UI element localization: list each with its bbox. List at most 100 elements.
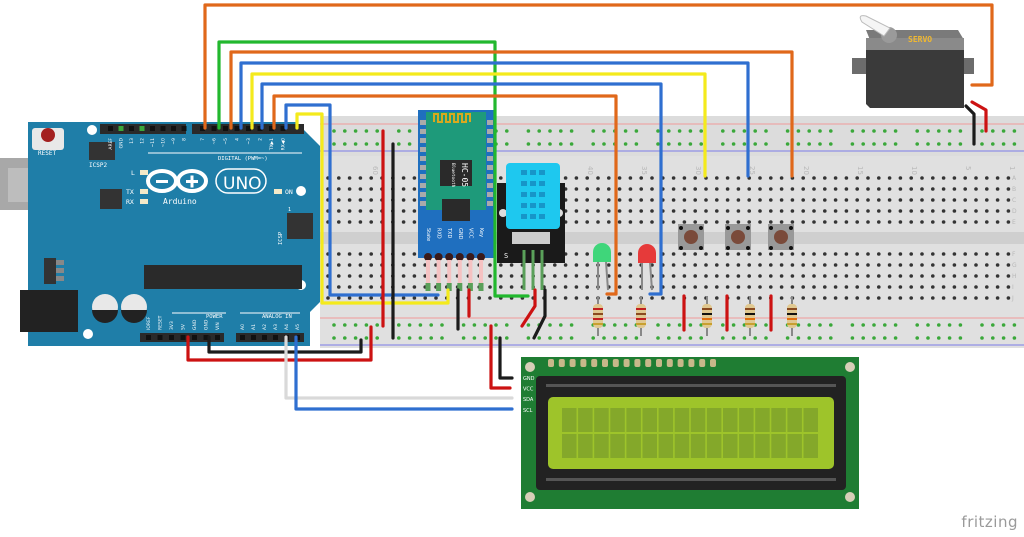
- pin-label: 4: [235, 138, 241, 141]
- dht-vent: [530, 170, 536, 175]
- breadboard-hole: [963, 296, 967, 300]
- breadboard-hole: [887, 285, 892, 289]
- breadboard-hole: [974, 252, 978, 256]
- breadboard-hole: [855, 285, 859, 289]
- rail-hole: [807, 142, 811, 146]
- breadboard-hole: [877, 285, 881, 289]
- rail-hole: [656, 129, 660, 133]
- breadboard-hole: [823, 252, 827, 256]
- rail-hole: [915, 323, 919, 327]
- breadboard-hole: [617, 176, 622, 180]
- module-pad: [420, 174, 426, 179]
- breadboard-hole: [358, 252, 363, 256]
- lcd-cell: [706, 434, 722, 458]
- breadboard-hole: [974, 285, 978, 289]
- breadboard-hole: [693, 252, 697, 256]
- breadboard-hole: [715, 263, 719, 267]
- breadboard-hole: [887, 252, 892, 256]
- breadboard-hole: [801, 187, 805, 191]
- rail-hole: [861, 323, 865, 327]
- breadboard-hole: [509, 274, 514, 278]
- breadboard-hole: [823, 187, 827, 191]
- lcd-cell: [739, 408, 754, 432]
- breadboard-hole: [974, 209, 978, 213]
- dht-vent: [530, 203, 536, 208]
- breadboard-hole: [747, 285, 751, 289]
- breadboard-hole: [596, 176, 600, 180]
- breadboard-hole: [823, 209, 827, 213]
- breadboard-hole: [412, 198, 417, 202]
- breadboard-hole: [909, 176, 913, 180]
- row-label: A: [1012, 175, 1017, 182]
- breadboard-hole: [920, 296, 924, 300]
- breadboard-hole: [909, 198, 913, 202]
- header-pin: [200, 126, 205, 131]
- breadboard-hole: [628, 176, 633, 180]
- module-pad: [420, 120, 426, 125]
- breadboard-hole: [974, 198, 978, 202]
- lcd-pad: [602, 359, 608, 367]
- rail-hole: [677, 142, 682, 146]
- breadboard-hole: [812, 252, 816, 256]
- pin-label: A2: [262, 324, 268, 330]
- breadboard-hole: [715, 220, 719, 224]
- header-pin: [180, 335, 186, 340]
- pin-label: 12: [140, 138, 146, 144]
- pin-label: TX▶1: [269, 138, 275, 151]
- breadboard-hole: [758, 198, 762, 202]
- breadboard-hole: [855, 209, 859, 213]
- breadboard-hole: [563, 176, 568, 180]
- breadboard-hole: [985, 274, 989, 278]
- breadboard-hole: [574, 209, 579, 213]
- module-pad: [420, 201, 426, 206]
- rail-hole: [634, 142, 639, 146]
- breadboard-hole: [747, 198, 751, 202]
- row-label: G: [1012, 262, 1017, 269]
- breadboard-hole: [358, 263, 363, 267]
- rail-hole: [1012, 336, 1017, 340]
- breadboard-hole: [833, 274, 838, 278]
- breadboard-hole: [347, 252, 352, 256]
- breadboard-hole: [909, 274, 913, 278]
- rail-hole: [397, 142, 401, 146]
- breadboard-hole: [715, 296, 719, 300]
- breadboard-hole: [499, 274, 503, 278]
- breadboard-hole: [887, 187, 892, 191]
- breadboard-hole: [401, 296, 406, 300]
- breadboard-hole: [833, 285, 838, 289]
- breadboard-hole: [369, 263, 374, 267]
- breadboard-hole: [887, 209, 892, 213]
- breadboard-hole: [682, 220, 687, 224]
- breadboard-hole: [920, 187, 924, 191]
- dht-vent: [521, 214, 527, 219]
- breadboard-hole: [985, 198, 989, 202]
- breadboard-hole: [941, 252, 946, 256]
- lcd-cell: [658, 434, 674, 458]
- breadboard-hole: [1006, 252, 1011, 256]
- breadboard-hole: [1006, 198, 1011, 202]
- rail-hole: [926, 142, 930, 146]
- rail-hole: [893, 129, 898, 133]
- rail-hole: [505, 323, 509, 327]
- module-pad: [487, 174, 493, 179]
- breadboard-hole: [693, 274, 697, 278]
- hc05-name: HC-05: [460, 163, 469, 187]
- rail-hole: [688, 323, 693, 327]
- lcd-cell: [626, 408, 641, 432]
- breadboard-hole: [823, 274, 827, 278]
- rail-hole: [548, 323, 552, 327]
- rail-hole: [764, 129, 768, 133]
- breadboard-hole: [401, 285, 406, 289]
- breadboard-hole: [736, 263, 741, 267]
- rail-hole: [602, 129, 606, 133]
- model-label: UNO: [223, 174, 262, 194]
- rail-hole: [818, 142, 822, 146]
- rail-hole: [375, 129, 380, 133]
- rail-hole: [721, 129, 725, 133]
- breadboard-hole: [941, 198, 946, 202]
- breadboard-hole: [974, 187, 978, 191]
- rail-hole: [548, 129, 552, 133]
